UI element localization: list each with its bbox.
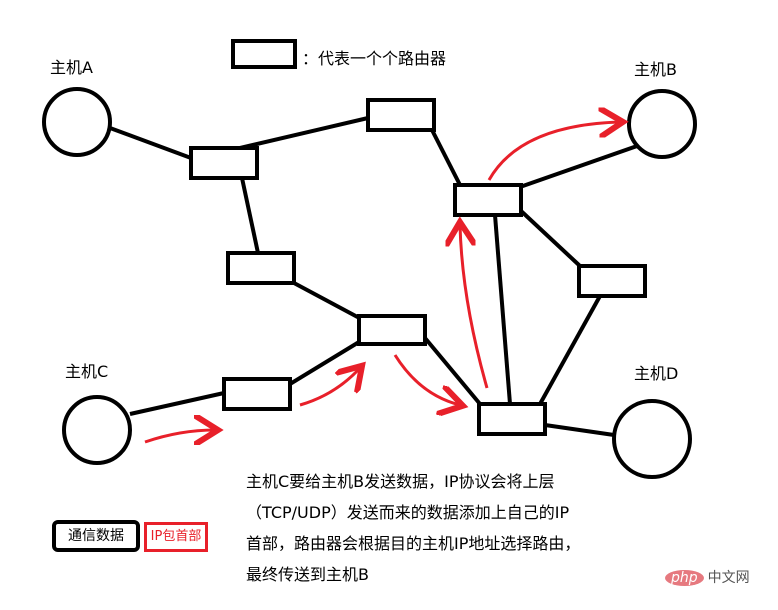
host-c-label: 主机C — [65, 362, 109, 381]
router — [366, 98, 436, 132]
description-line: 最终传送到主机B — [246, 565, 369, 584]
host-d-label: 主机D — [634, 364, 679, 383]
host-d-node — [612, 399, 692, 479]
host-b-label: 主机B — [634, 60, 677, 79]
watermark-site: 中文网 — [707, 570, 750, 586]
router — [477, 402, 547, 436]
router-legend-text: ：代表一个个路由器 — [302, 49, 447, 68]
host-a-node — [42, 87, 112, 157]
router — [189, 146, 259, 180]
description: 主机C要给主机B发送数据，IP协议会将上层 （TCP/UDP）发送而来的数据添加… — [246, 466, 580, 590]
router-legend-icon — [231, 39, 297, 69]
router — [577, 264, 647, 298]
router — [222, 377, 292, 411]
description-line: （TCP/UDP）发送而来的数据添加上自己的IP — [246, 503, 570, 522]
data-legend-box: 通信数据 — [52, 520, 140, 552]
router — [357, 314, 427, 346]
host-a-label: 主机A — [50, 58, 93, 77]
route-arrow — [460, 225, 489, 389]
route-arrow — [487, 122, 620, 181]
route-arrows — [144, 122, 620, 442]
router — [453, 183, 523, 217]
route-arrow — [144, 430, 215, 442]
ip-header-legend-box: IP包首部 — [144, 522, 208, 552]
watermark-logo: php — [665, 570, 704, 586]
router — [226, 251, 296, 285]
route-arrow — [299, 368, 360, 407]
description-line: 主机C要给主机B发送数据，IP协议会将上层 — [246, 472, 555, 491]
description-line: 首部，路由器会根据目的主机IP地址选择路由， — [246, 534, 581, 553]
host-c-node — [62, 395, 132, 465]
route-arrow — [393, 354, 460, 405]
links — [109, 116, 641, 437]
host-b-node — [627, 89, 697, 159]
